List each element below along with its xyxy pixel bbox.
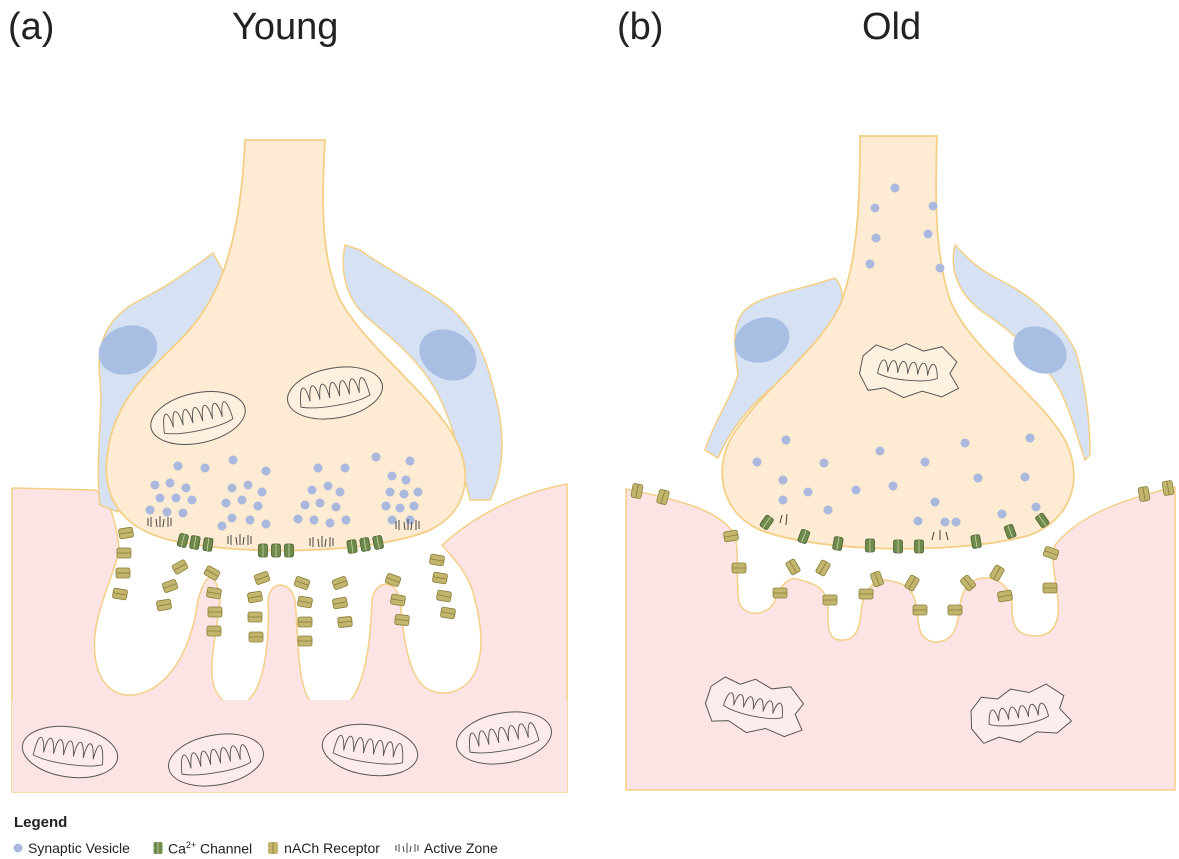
vesicle-icon (12, 842, 24, 854)
legend-label-ca-channel: Ca2+ Channel (168, 840, 252, 857)
legend-item-synaptic-vesicle: Synaptic Vesicle (12, 840, 130, 856)
panel-b-letter: (b) (617, 6, 663, 49)
legend-item-ca-channel: Ca2+ Channel (152, 840, 252, 857)
panel-a-title: Young (232, 6, 338, 49)
legend-item-active-zone: Active Zone (394, 840, 498, 856)
legend-title: Legend (14, 814, 67, 831)
active-zone-young-2 (228, 534, 251, 545)
legend-label-synaptic-vesicle: Synaptic Vesicle (28, 840, 130, 856)
legend-label-active-zone: Active Zone (424, 840, 498, 856)
panel-b-title: Old (862, 6, 921, 49)
panel-b-old (626, 136, 1175, 790)
panel-a-young (12, 140, 567, 793)
active-zone-young-1 (148, 516, 171, 527)
active-zone-young-4 (396, 519, 419, 530)
active-zone-icon (394, 841, 420, 855)
legend-label-nach-receptor: nACh Receptor (284, 840, 380, 856)
active-zone-young-3 (310, 536, 333, 547)
nach-receptor-icon (266, 841, 280, 855)
legend-item-nach-receptor: nACh Receptor (266, 840, 380, 856)
panel-a-letter: (a) (8, 6, 54, 49)
legend: Synaptic Vesicle Ca2+ Channel nACh Recep… (12, 840, 512, 857)
ca-channel-icon (152, 841, 164, 855)
